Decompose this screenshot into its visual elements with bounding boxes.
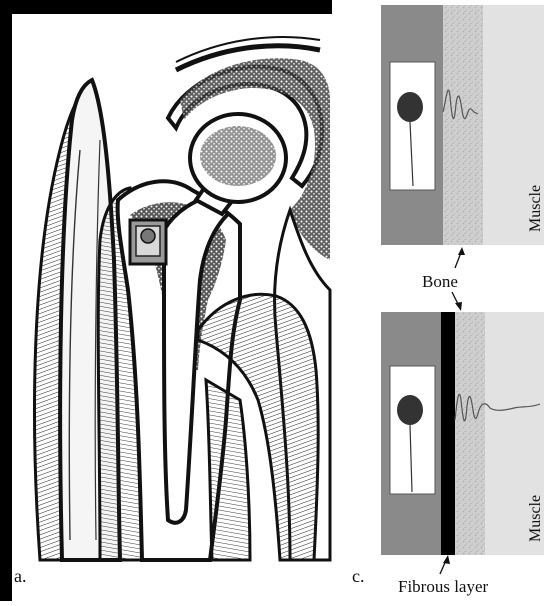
bone-region-bottom [455,312,485,555]
panel-c-label: c. [352,566,365,586]
right-inner-muscle [206,380,250,560]
bone-label: Bone [422,272,458,291]
panel-c-bottom: Muscle [381,312,544,555]
sensor-disk-bottom [397,395,423,425]
sensor-window-bottom [390,366,435,494]
sensor-disk-top [397,92,423,122]
muscle-label-bottom: Muscle [527,495,544,542]
panel-a-label: a. [14,566,27,586]
left-frame-bar [0,0,12,601]
panel-a-top-border [12,0,332,14]
fibrous-layer-bar [441,312,455,555]
muscle-label-top: Muscle [527,185,544,232]
fibrous-layer-label: Fibrous layer [398,577,489,596]
panel-c-top: Muscle [381,5,544,245]
bone-region-top [443,5,483,245]
panel-a-drawing [35,37,330,560]
